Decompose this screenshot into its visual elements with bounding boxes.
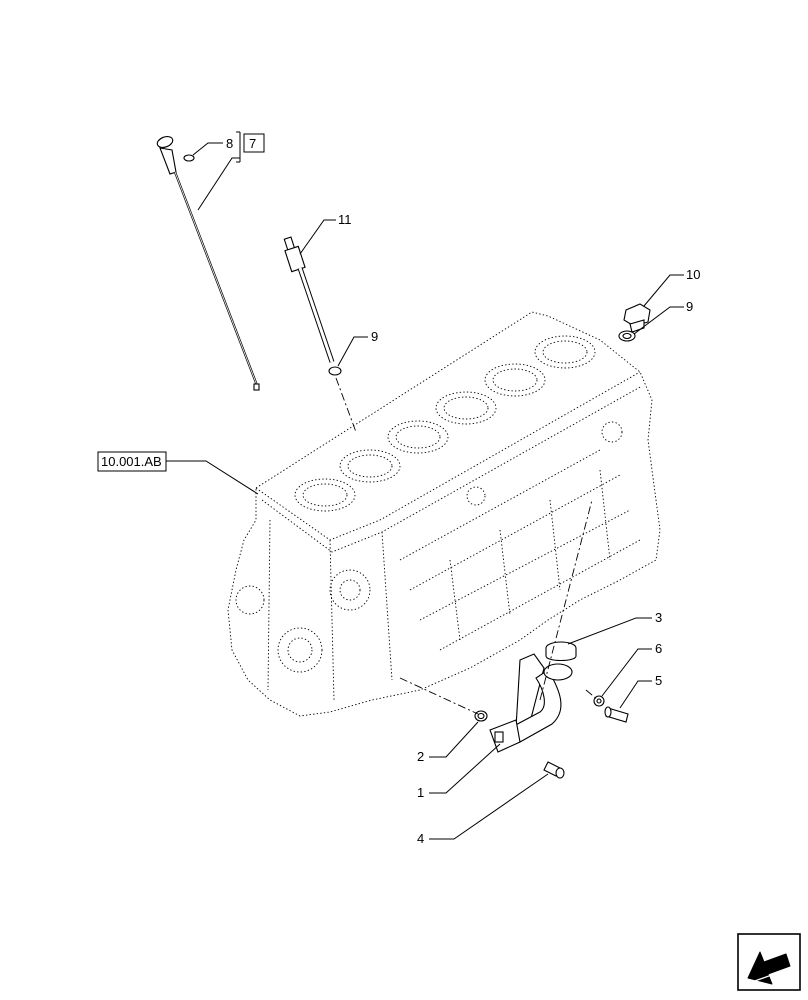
dipstick-tube: [283, 236, 335, 363]
callout-9-right[interactable]: 9: [686, 299, 693, 314]
oil-dipstick: [156, 136, 260, 391]
washer-6: [593, 695, 605, 707]
callout-2[interactable]: 2: [417, 749, 424, 764]
callout-3[interactable]: 3: [655, 610, 662, 625]
callout-9-left[interactable]: 9: [371, 329, 378, 344]
callout-8[interactable]: 8: [226, 136, 233, 151]
oil-filler-pipe: [489, 653, 573, 753]
screw-4: [543, 761, 565, 779]
callout-10[interactable]: 10: [686, 267, 700, 282]
callout-1[interactable]: 1: [417, 785, 424, 800]
filler-cap: [545, 641, 577, 662]
dipstick-seal-ring: [183, 154, 195, 162]
reference-label[interactable]: 10.001.AB: [101, 454, 162, 469]
callout-5[interactable]: 5: [655, 673, 662, 688]
callout-4[interactable]: 4: [417, 831, 424, 846]
seal-ring-9a: [328, 366, 342, 376]
screw-5: [604, 706, 629, 723]
cylinder-bores: [294, 335, 596, 512]
drain-plug: [623, 303, 651, 333]
callout-11[interactable]: 11: [338, 212, 352, 227]
return-arrow-icon[interactable]: [737, 933, 801, 991]
callout-box-7: [243, 133, 265, 153]
seal-ring-9b: [618, 330, 636, 342]
callout-7[interactable]: 7: [249, 136, 256, 151]
o-ring-2: [474, 710, 488, 722]
callout-6[interactable]: 6: [655, 641, 662, 656]
engine-block: [227, 311, 661, 717]
